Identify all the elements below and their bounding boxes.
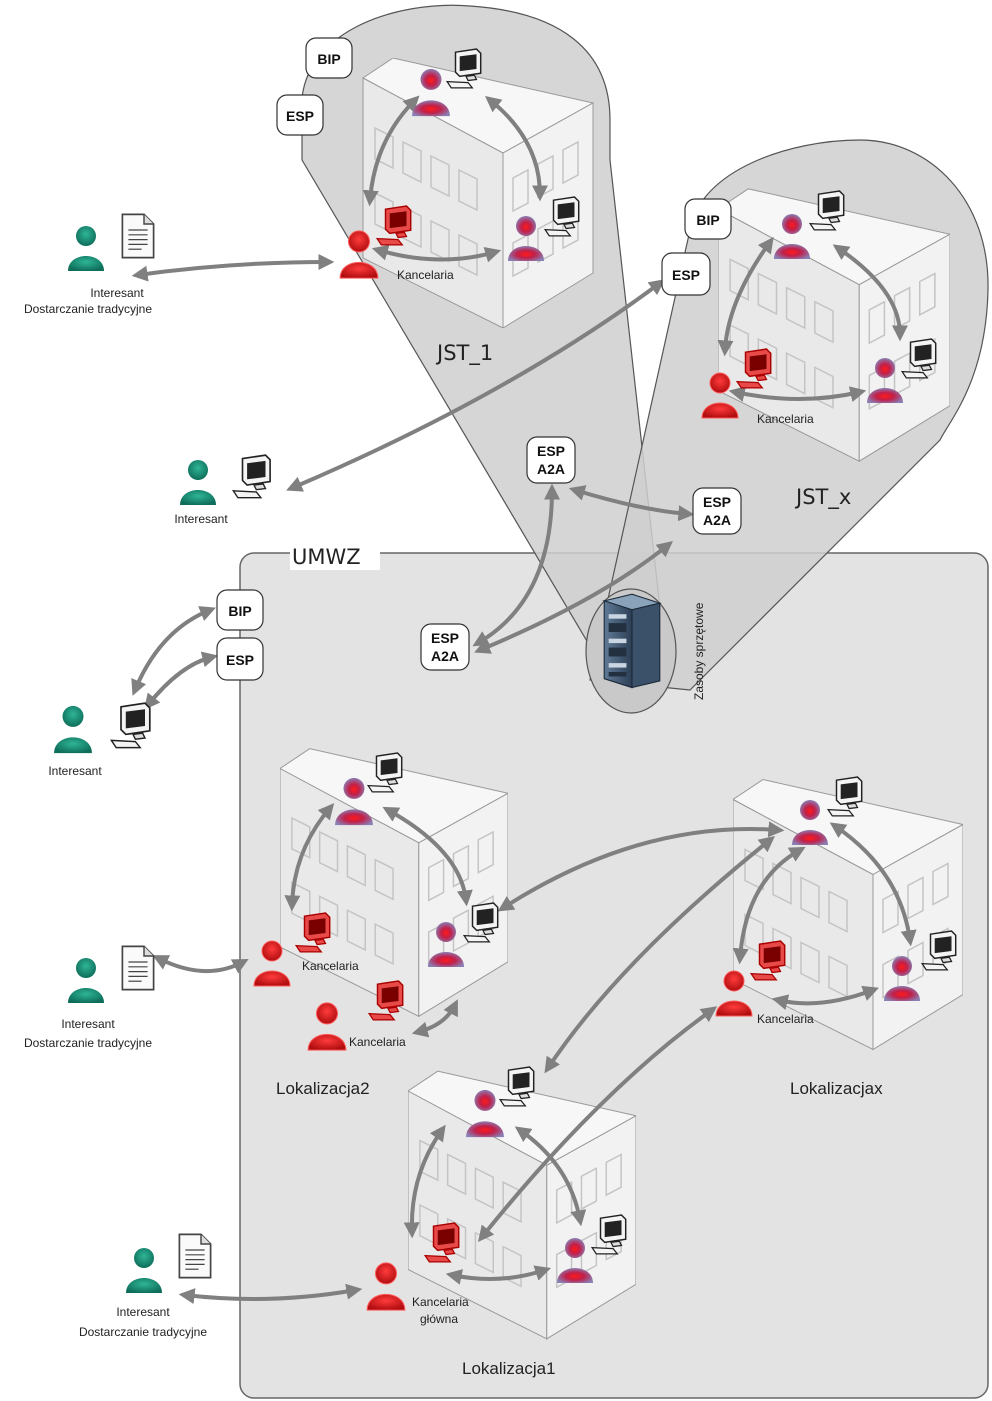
hardware-label: Zasoby sprzętowe bbox=[692, 602, 706, 700]
interesant-mid-trad-label-1: Interesant bbox=[61, 1017, 115, 1031]
document-icon bbox=[121, 213, 155, 259]
svg-text:ESP: ESP bbox=[226, 652, 254, 668]
interesant-mid-elec-pc-icon bbox=[110, 702, 151, 749]
svg-text:A2A: A2A bbox=[431, 648, 459, 664]
lokx-title: Lokalizacjax bbox=[790, 1079, 883, 1098]
lokx-kancelaria-label: Kancelaria bbox=[757, 1012, 814, 1026]
jst1-kancelaria-label: Kancelaria bbox=[397, 268, 454, 282]
svg-text:ESP: ESP bbox=[537, 443, 565, 459]
umwz-esp-badge: ESP bbox=[216, 637, 264, 681]
esp-a2a-badge-right: ESP A2A bbox=[692, 487, 742, 535]
jstx-bip-badge: BIP bbox=[684, 198, 732, 240]
lok2-title: Lokalizacja2 bbox=[276, 1079, 370, 1098]
esp-a2a-badge-umwz: ESP A2A bbox=[420, 623, 470, 671]
jstx-esp-badge: ESP bbox=[661, 252, 711, 296]
jst1-esp-badge: ESP bbox=[276, 94, 324, 136]
interesant-top-elec-pc-icon bbox=[232, 454, 271, 499]
svg-text:ESP: ESP bbox=[431, 630, 459, 646]
arrows bbox=[131, 95, 917, 1305]
interesant-bot-trad-label-1: Interesant bbox=[116, 1305, 170, 1319]
document-icon bbox=[178, 1233, 212, 1279]
interesant-mid-elec-label: Interesant bbox=[48, 764, 102, 778]
lok1-kancelaria-label-2: główna bbox=[420, 1312, 458, 1326]
server-rack-icon bbox=[603, 593, 661, 689]
svg-text:BIP: BIP bbox=[317, 51, 340, 67]
interesant-top-trad-person-icon bbox=[68, 226, 104, 271]
lok2-kancelaria-label-2: Kancelaria bbox=[349, 1035, 406, 1049]
jstx-title: JST_x bbox=[794, 485, 851, 510]
interesant-mid-trad-person-icon bbox=[68, 958, 104, 1003]
interesant-mid-trad-label-2: Dostarczanie tradycyjne bbox=[24, 1036, 152, 1050]
interesant-top-elec-person-icon bbox=[180, 460, 216, 505]
svg-text:ESP: ESP bbox=[703, 494, 731, 510]
jst1-bip-badge: BIP bbox=[305, 37, 353, 79]
interesant-top-elec-label: Interesant bbox=[174, 512, 228, 526]
umwz-title: UMWZ bbox=[292, 545, 361, 569]
interesant-mid-elec-person-icon bbox=[54, 705, 92, 754]
interesant-top-trad-label-2: Dostarczanie tradycyjne bbox=[24, 302, 152, 316]
svg-text:A2A: A2A bbox=[703, 512, 731, 528]
svg-text:ESP: ESP bbox=[672, 267, 700, 283]
interesant-bot-trad-label-2: Dostarczanie tradycyjne bbox=[79, 1325, 207, 1339]
interesant-bot-trad-person-icon bbox=[126, 1248, 162, 1293]
lok1-kancelaria-label-1: Kancelaria bbox=[412, 1295, 469, 1309]
document-icon bbox=[121, 945, 155, 991]
jstx-kancelaria-label: Kancelaria bbox=[757, 412, 814, 426]
lok2-kancelaria-label-1: Kancelaria bbox=[302, 959, 359, 973]
jst1-title: JST_1 bbox=[435, 341, 493, 366]
lok1-title: Lokalizacja1 bbox=[462, 1359, 556, 1378]
svg-text:ESP: ESP bbox=[286, 108, 314, 124]
interesant-top-trad-label-1: Interesant bbox=[90, 286, 144, 300]
svg-text:A2A: A2A bbox=[537, 461, 565, 477]
svg-text:BIP: BIP bbox=[228, 603, 251, 619]
esp-a2a-badge-top: ESP A2A bbox=[526, 436, 576, 484]
svg-text:BIP: BIP bbox=[696, 212, 719, 228]
umwz-bip-badge: BIP bbox=[216, 589, 264, 631]
